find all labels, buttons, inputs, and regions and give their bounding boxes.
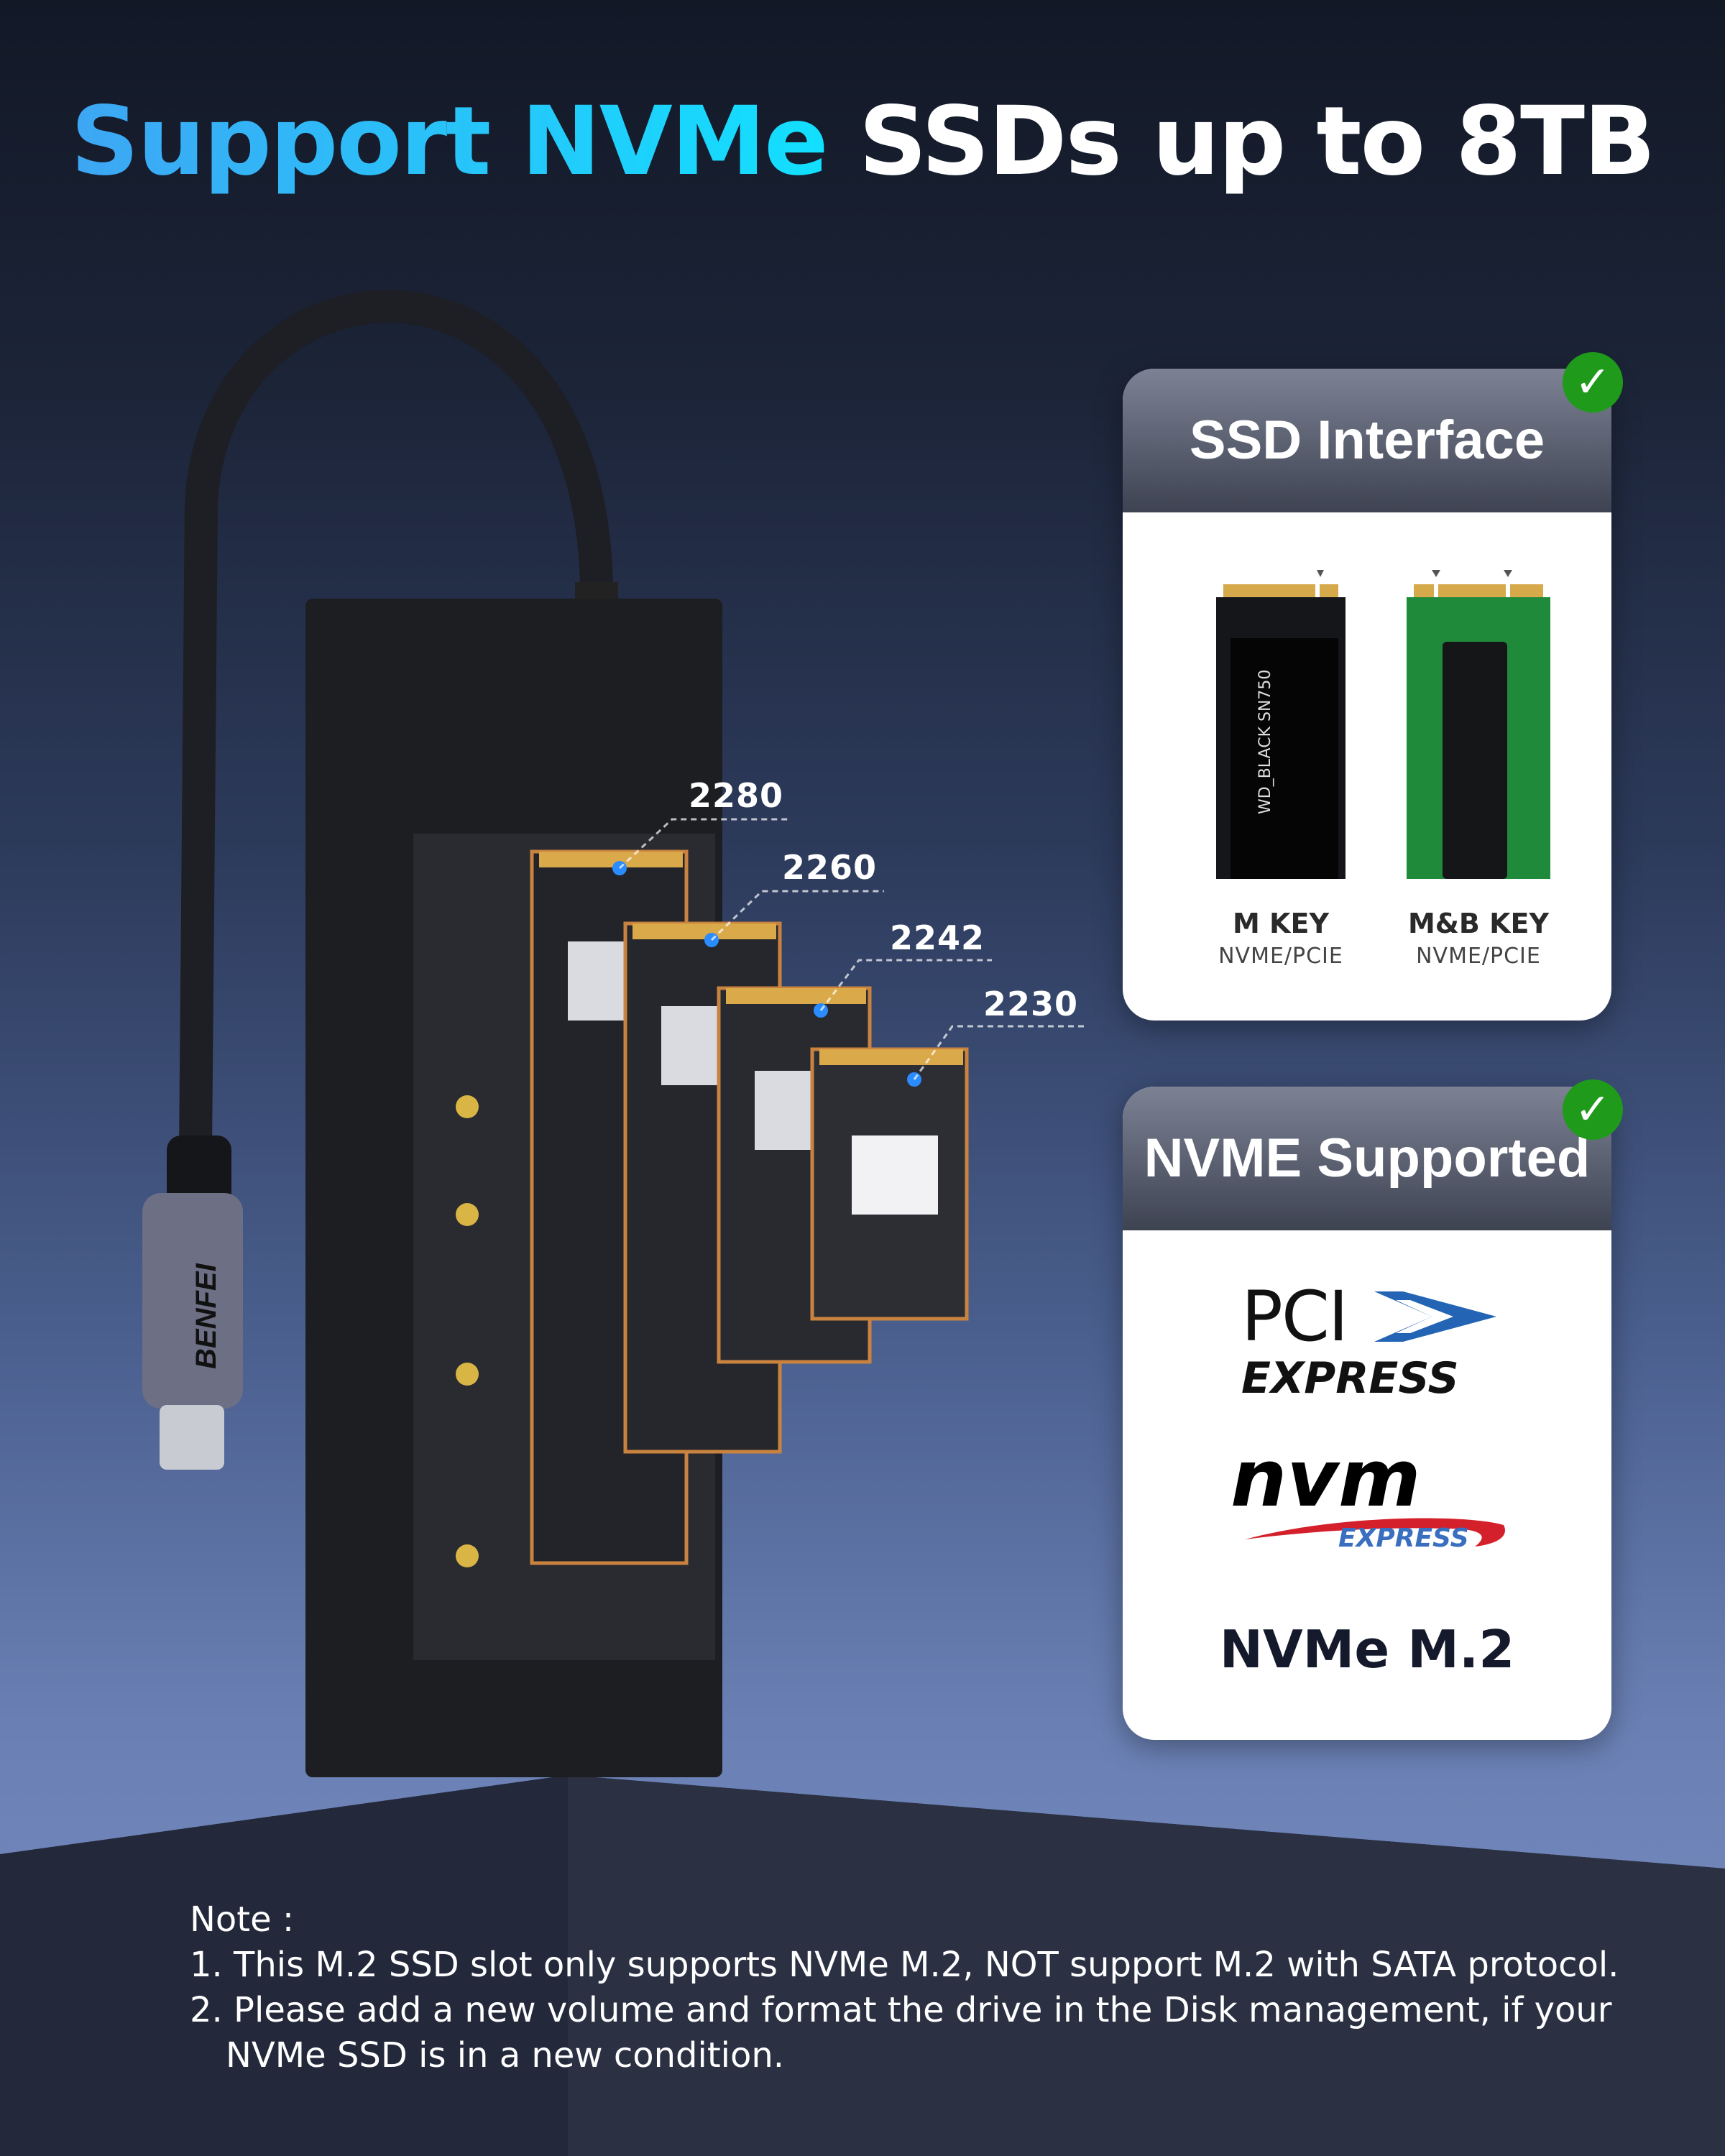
connector-boot (167, 1135, 231, 1207)
pci-arrow-icon (1374, 1291, 1496, 1342)
note: Note : 1. This M.2 SSD slot only support… (190, 1897, 1619, 2078)
size-label-2230: 2230 (983, 985, 1079, 1023)
svg-text:WD_BLACK SN750: WD_BLACK SN750 (1256, 670, 1274, 814)
nvm-swoosh-icon (1245, 1518, 1505, 1547)
note-line: 2. Please add a new volume and format th… (190, 1990, 1612, 2030)
nvm-express-logo: nvm EXPRESS (1230, 1439, 1518, 1561)
nvme-supported-card: NVME Supported PCI EXPRESS nvm EXPRESS N… (1123, 1087, 1611, 1740)
podium-front (568, 1775, 1725, 2156)
cable (179, 290, 613, 1151)
connector-housing (142, 1193, 243, 1409)
card-title: SSD Interface (1123, 369, 1611, 512)
page-title: Support NVMe SSDs up to 8TB (70, 86, 1655, 197)
usb-c-plug (160, 1405, 224, 1470)
size-label-2260: 2260 (782, 848, 878, 887)
brand-logo: BENFEI (190, 1263, 222, 1369)
pci-express-logo: PCI EXPRESS (1241, 1281, 1500, 1410)
note-heading: Note : (190, 1899, 295, 1940)
mb-key-ssd-image (1407, 570, 1550, 879)
m-key-ssd-image: WD_BLACK SN750 (1216, 570, 1346, 879)
mb-key-protocol: NVME/PCIE (1416, 944, 1541, 969)
size-label-2242: 2242 (890, 918, 985, 957)
size-label-2280: 2280 (689, 776, 784, 815)
ssd-interface-card: SSD Interface WD_BLACK SN750 M KEY NVME/… (1123, 369, 1611, 1021)
ssd-2230 (810, 1047, 969, 1321)
check-icon: ✓ (1563, 1079, 1623, 1140)
m-key-protocol: NVME/PCIE (1218, 944, 1343, 969)
mounting-screws (456, 1095, 479, 1567)
size-leader-lines (618, 818, 1085, 1080)
check-icon: ✓ (1563, 352, 1623, 413)
card-title: NVME Supported (1123, 1087, 1611, 1230)
note-line: 1. This M.2 SSD slot only supports NVMe … (190, 1945, 1619, 1985)
nvme-caption: NVMe M.2 (1219, 1619, 1515, 1680)
note-line: NVMe SSD is in a new condition. (226, 2035, 785, 2076)
mb-key-label: M&B KEY (1407, 908, 1550, 939)
m-key-label: M KEY (1233, 908, 1329, 939)
